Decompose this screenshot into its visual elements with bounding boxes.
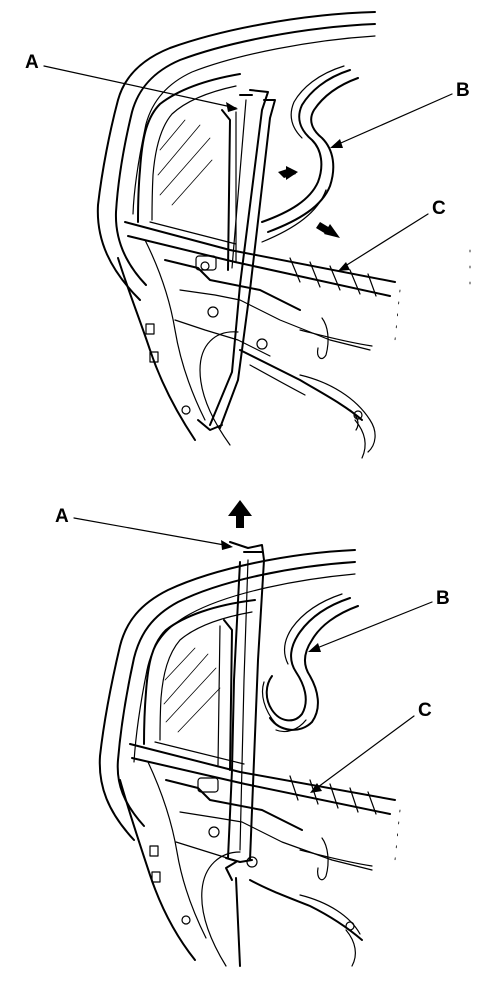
svg-text:C: C — [432, 198, 446, 219]
weatherstrip-b-top — [261, 65, 359, 243]
lift-arrow-bottom — [228, 500, 252, 528]
callout-b-bottom: B — [308, 588, 450, 652]
svg-text:A: A — [55, 506, 69, 527]
callout-a-bottom: A — [55, 506, 233, 550]
callout-c-top: C — [338, 198, 446, 271]
figure-top: A B C — [25, 11, 471, 459]
svg-text:B: B — [456, 80, 470, 101]
door-frame-top — [96, 11, 471, 459]
figure-bottom: A B C — [55, 500, 450, 967]
weatherstrip-b-bottom — [261, 593, 359, 733]
callout-b-top: B — [330, 80, 470, 148]
movement-arrow-top-1 — [278, 166, 298, 180]
run-channel-a-bottom — [217, 541, 265, 863]
movement-arrow-top-2 — [316, 222, 340, 238]
channel-c-top — [289, 257, 377, 297]
svg-text:B: B — [436, 588, 450, 609]
callout-c-bottom: C — [310, 700, 432, 793]
svg-text:C: C — [418, 700, 432, 721]
door-frame-bottom — [98, 549, 401, 967]
svg-text:A: A — [25, 52, 39, 73]
run-channel-a-top — [197, 89, 276, 431]
callout-a-top: A — [25, 52, 238, 112]
